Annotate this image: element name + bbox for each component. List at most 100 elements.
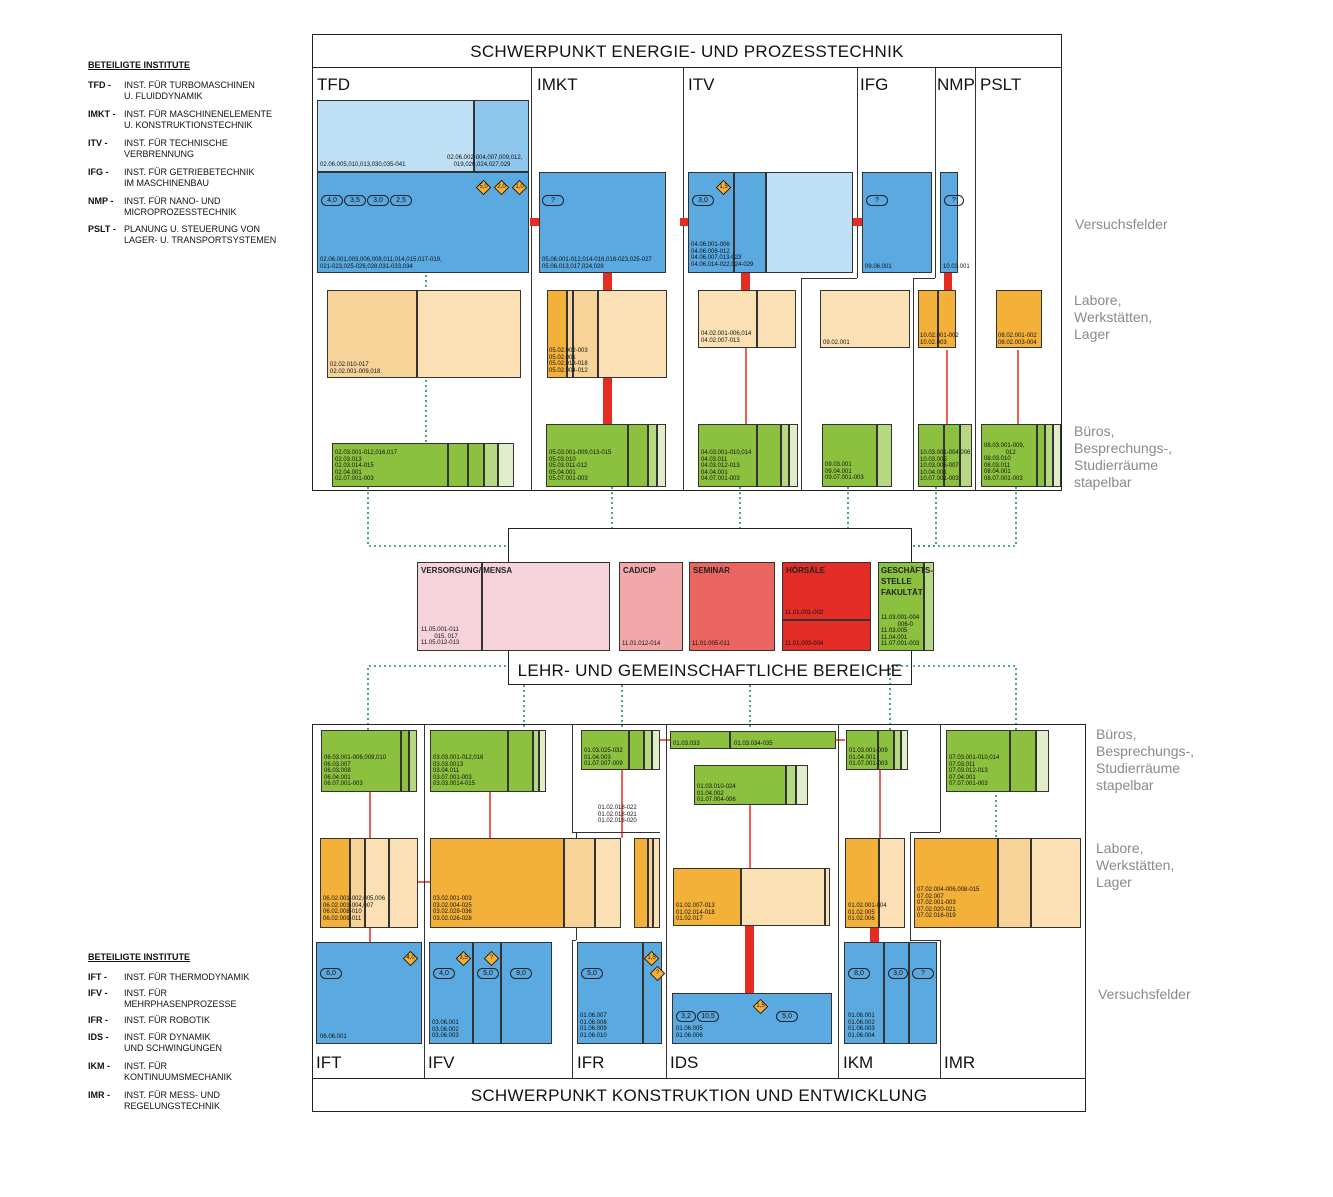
height-pill: ?: [944, 195, 964, 206]
office-block: [730, 731, 836, 749]
lab-block: [918, 290, 938, 348]
office-block: [694, 765, 786, 805]
column-divider: [910, 832, 911, 940]
height-pill: 3,2: [676, 1011, 696, 1022]
office-block: [1010, 730, 1036, 792]
geschaeftsstelle-block: [924, 562, 934, 651]
column-divider: [910, 832, 940, 833]
lab-block: [564, 838, 595, 928]
legend-text-2: MICROPROZESSTECHNIK: [124, 207, 237, 217]
diamond-value: ?: [655, 970, 660, 976]
office-block: [670, 731, 730, 749]
area-label-hoersaele: HÖRSÄLE: [786, 566, 826, 575]
office-block: [877, 424, 892, 487]
column-divider: [572, 940, 573, 1078]
office-block: [698, 424, 757, 487]
side-label-line: Lager: [1096, 874, 1132, 890]
legend-item: IMR - INST. FÜR MESS- UND REGELUNGSTECHN…: [88, 1090, 318, 1114]
legend-item: IFV - INST. FÜR MEHRPHASENPROZESSE: [88, 988, 318, 1012]
height-pill: 5,0: [477, 968, 499, 979]
bottom-section-frame: [312, 724, 1086, 1112]
versuchsfeld-blue: [501, 942, 552, 1044]
office-block: [981, 424, 1037, 487]
room-codes: 10.02.001-002 10.02.003: [920, 333, 959, 346]
lab-block: [996, 290, 1042, 348]
lab-block: [653, 838, 660, 928]
room-codes: 11.01.001-002: [785, 610, 824, 616]
height-pill: ?: [912, 968, 934, 979]
red-connector: [944, 273, 952, 290]
side-label-line: stapelbar: [1074, 474, 1132, 490]
middle-section-title: LEHR- UND GEMEINSCHAFTLICHE BEREICHE: [517, 661, 903, 680]
office-block: [468, 443, 484, 487]
room-codes: 01.03.001-009 01.04.001 01.07.001-003: [849, 748, 888, 767]
red-connector: [741, 273, 750, 290]
office-block: [539, 730, 546, 792]
office-block: [321, 730, 401, 792]
lab-block: [998, 838, 1031, 928]
legend-text-2: KONTINUUMSMECHANIK: [124, 1072, 233, 1082]
legend-abbr: IMKT -: [88, 109, 116, 119]
room-codes: 11.01.003-004: [785, 641, 824, 647]
height-pill: 8,0: [848, 968, 870, 979]
office-block: [628, 424, 648, 487]
red-connector: [870, 928, 879, 942]
versuchsfeld-blue: [909, 942, 937, 1044]
top-title-bar: [312, 34, 1062, 68]
versuchsfeld-blue: [884, 942, 909, 1044]
side-label-labore: Labore, Werkstätten, Lager: [1074, 292, 1152, 343]
lab-block: [914, 838, 998, 928]
room-codes: 07.02.004-006,008-015 07.02.007 07.02.00…: [917, 887, 980, 919]
legend-item: IFR - INST. FÜR ROBOTIK: [88, 1015, 318, 1039]
versuchsfeld-light: [766, 172, 853, 273]
legend-text-1: INST. FÜR: [124, 1061, 168, 1071]
lab-block: [327, 290, 417, 378]
office-block: [786, 765, 796, 805]
column-divider: [857, 68, 858, 278]
column-divider: [572, 832, 660, 833]
lab-block: [430, 838, 564, 928]
room-codes: 01.06.005 01.06.006: [676, 1026, 703, 1039]
column-divider: [801, 278, 802, 491]
height-pill: 3,0: [888, 968, 908, 979]
legend-abbr: NMP -: [88, 196, 114, 206]
institute-label-nmp: NMP: [937, 75, 975, 94]
top-section-frame: [312, 34, 1062, 491]
institute-label-imkt: IMKT: [537, 75, 578, 94]
legend-abbr: IFT -: [88, 972, 107, 982]
room-codes: 01.02.001-004 01.02.005 01.02.006: [848, 903, 887, 922]
legend-text-2: MEHRPHASENPROZESSE: [124, 999, 237, 1009]
height-pill: 2,5: [390, 195, 412, 206]
lab-block: [547, 290, 567, 378]
legend-text-2: U. KONSTRUKTIONSTECHNIK: [124, 120, 253, 130]
room-codes: 02.02.010-017 02.02.001-009,018: [330, 362, 381, 375]
room-codes: 05.03.001-009,013-015 05.03.010 05.03.01…: [549, 450, 612, 482]
office-block: [757, 424, 781, 487]
office-block: [1045, 424, 1053, 487]
side-label-line: Büros,: [1074, 423, 1115, 439]
office-block: [498, 443, 514, 487]
versuchsfeld-blue: [862, 172, 932, 273]
lab-block: [573, 290, 598, 378]
column-divider: [683, 68, 684, 491]
legend-item: IFG - INST. FÜR GETRIEBETECHNIK IM MASCH…: [88, 167, 318, 191]
office-block: [894, 730, 901, 770]
office-block: [533, 730, 539, 792]
legend-abbr: IDS -: [88, 1032, 109, 1042]
room-codes: 11.01.012-014: [622, 641, 661, 647]
room-codes: 08.03.001-009, 012 08.03.010 08.03.011 0…: [984, 443, 1025, 482]
office-block: [648, 424, 657, 487]
institute-label-pslt: PSLT: [980, 75, 1022, 94]
diamond-value: 1,5: [756, 1003, 765, 1009]
area-label-seminar: SEMINAR: [693, 566, 730, 575]
legend-text-2: VERBRENNUNG: [124, 149, 195, 159]
height-pill: ?: [866, 195, 888, 206]
legend-top-heading: BETEILIGTE INSTITUTE: [88, 60, 191, 70]
mensa-block: [482, 562, 610, 651]
side-label-versuchsfelder: Versuchsfelder: [1075, 216, 1168, 232]
room-codes: 01.06.001 01.06.002 01.06.003 01.06.004: [848, 1013, 875, 1039]
office-block: [946, 730, 1010, 792]
lab-block: [595, 838, 621, 928]
height-pill: ?: [542, 195, 564, 206]
